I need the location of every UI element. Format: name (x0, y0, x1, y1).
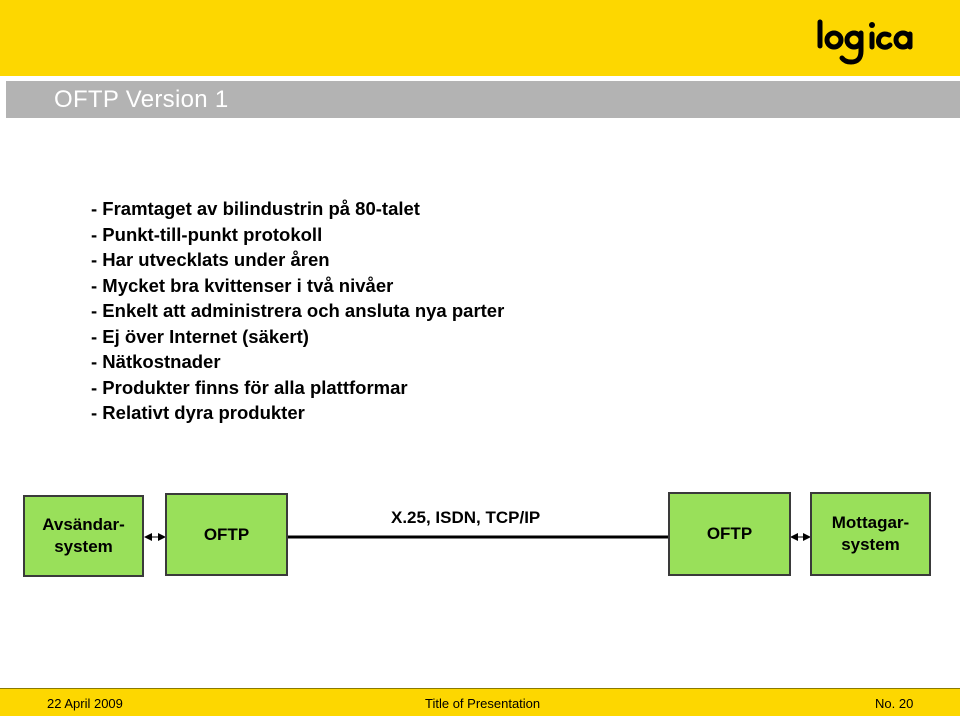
bullet-item: - Enkelt att administrera och ansluta ny… (91, 300, 505, 321)
sender-system-box: Avsändar- system (23, 495, 144, 577)
logica-logo (817, 19, 913, 65)
slide-title: OFTP Version 1 (54, 86, 229, 113)
receiver-system-box: Mottagar- system (810, 492, 931, 576)
bullet-item: - Ej över Internet (säkert) (91, 325, 309, 347)
title-bar: OFTP Version 1 (6, 81, 960, 118)
right-oftp-label: OFTP (706, 524, 753, 543)
sender-line1: Avsändar- (42, 515, 125, 534)
bullet-item: - Mycket bra kvittenser i två nivåer (91, 274, 394, 296)
bullet-list: - Framtaget av bilindustrin på 80-talet … (91, 196, 504, 426)
bullet-item: - Produkter finns för alla plattformar (91, 376, 408, 398)
footer-bar: 22 April 2009 Title of Presentation No. … (0, 688, 960, 716)
right-oftp-box: OFTP (668, 492, 791, 576)
bullet-item: - Punkt-till-punkt protokoll (91, 223, 323, 245)
bullet-item: - Relativt dyra produkter (91, 402, 305, 423)
footer-date: 22 April 2009 (47, 696, 123, 711)
footer-divider (0, 688, 960, 689)
network-label: X.25, ISDN, TCP/IP (391, 508, 541, 527)
bullet-item: - Har utvecklats under åren (91, 249, 330, 270)
sender-line2: system (54, 537, 113, 556)
left-oftp-box: OFTP (165, 493, 288, 576)
footer-page-number: No. 20 (875, 696, 914, 711)
footer-title: Title of Presentation (425, 696, 541, 711)
header-band (0, 0, 960, 76)
bullet-item: - Nätkostnader (91, 351, 221, 372)
left-oftp-label: OFTP (203, 524, 250, 544)
bullet-item: - Framtaget av bilindustrin på 80-talet (91, 198, 420, 219)
receiver-line1: Mottagar- (831, 513, 910, 532)
receiver-line2: system (841, 535, 900, 554)
